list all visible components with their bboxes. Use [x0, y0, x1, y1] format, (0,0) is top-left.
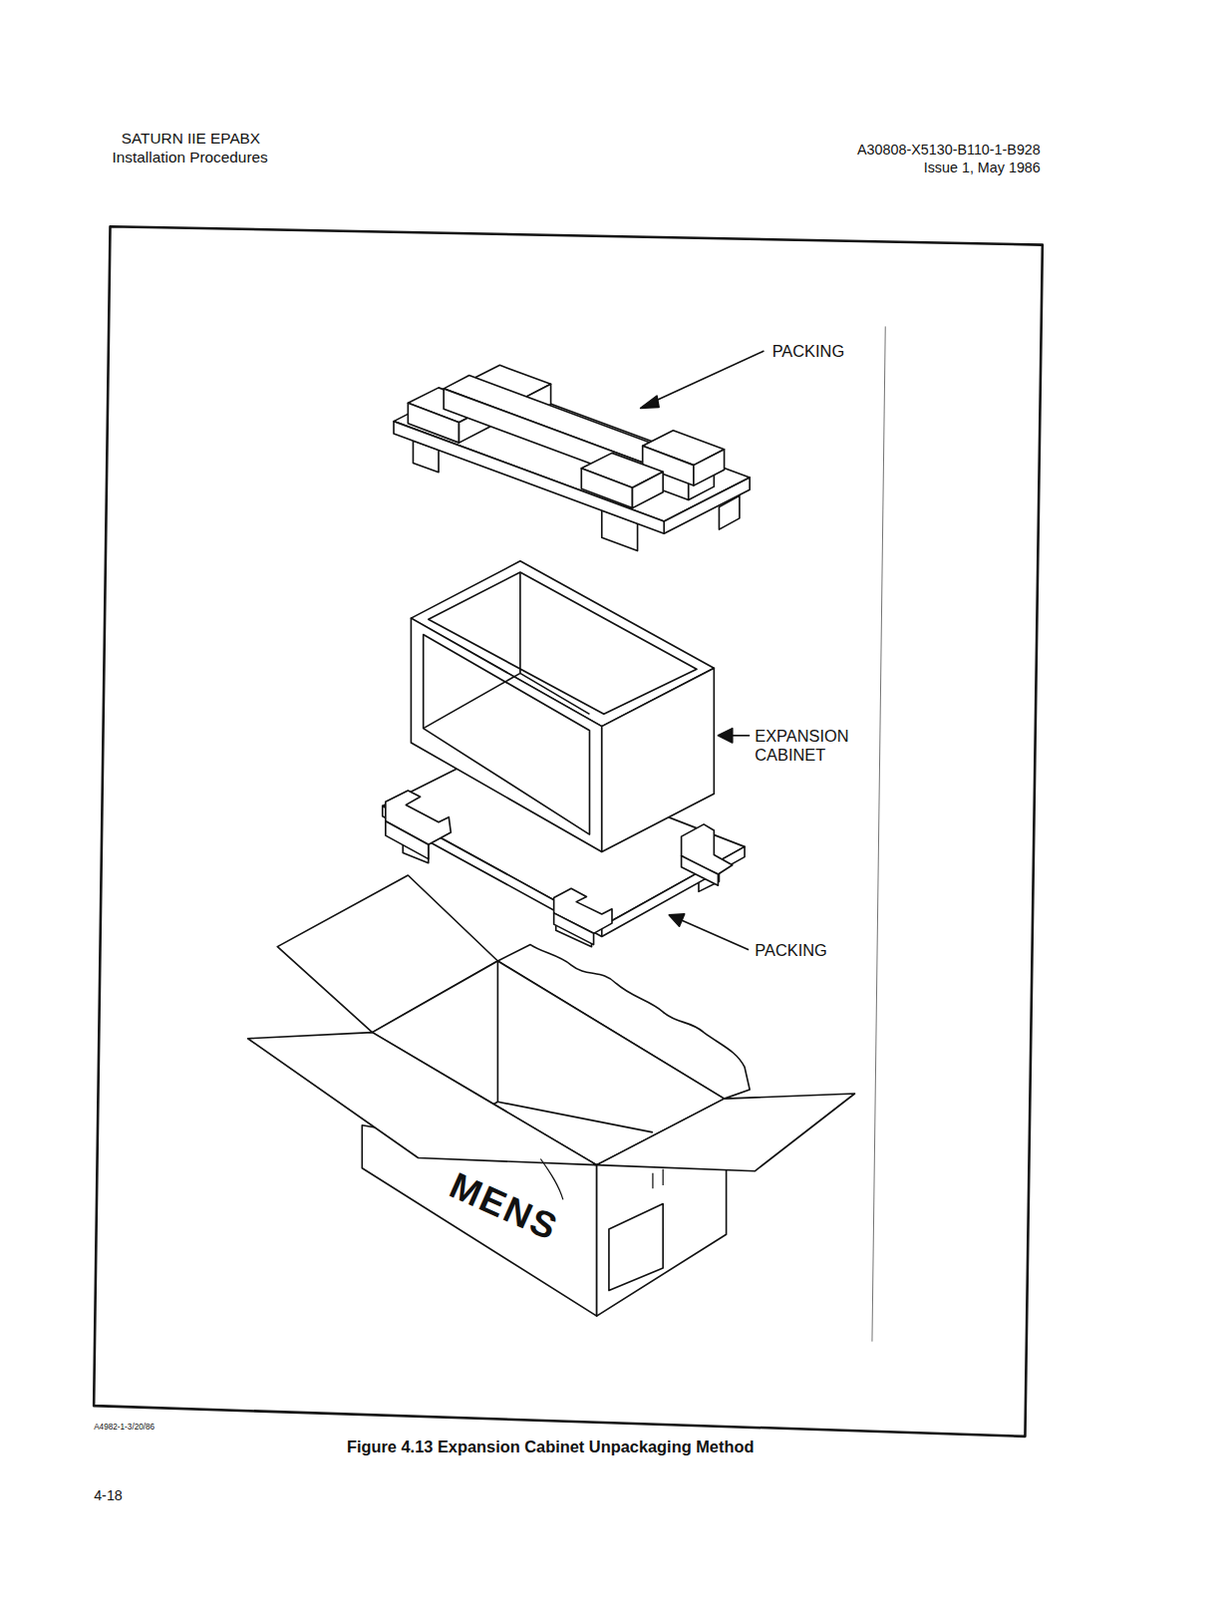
expansion-cabinet: [410, 561, 714, 853]
figure-frame: [93, 226, 1043, 1437]
leader-lines: [640, 350, 765, 950]
callout-label: EXPANSION CABINET: [754, 726, 857, 766]
callout-label: PACKING: [772, 341, 845, 362]
document-number: A30808-X5130-B110-1-B928: [857, 140, 1041, 158]
running-header: Installation Procedures: [112, 147, 269, 166]
carton: [248, 875, 856, 1316]
callout-label: PACKING: [754, 940, 827, 961]
scan-line: [872, 325, 886, 1341]
page-number: 4-18: [93, 1487, 123, 1505]
drawing-code: A4982-1-3/20/86: [93, 1422, 155, 1433]
running-header: SATURN IIE EPABX: [121, 129, 261, 148]
figure-caption: Figure 4.13 Expansion Cabinet Unpackagin…: [346, 1437, 754, 1458]
issue-date: Issue 1, May 1986: [923, 159, 1041, 177]
top-packing: [393, 364, 750, 551]
